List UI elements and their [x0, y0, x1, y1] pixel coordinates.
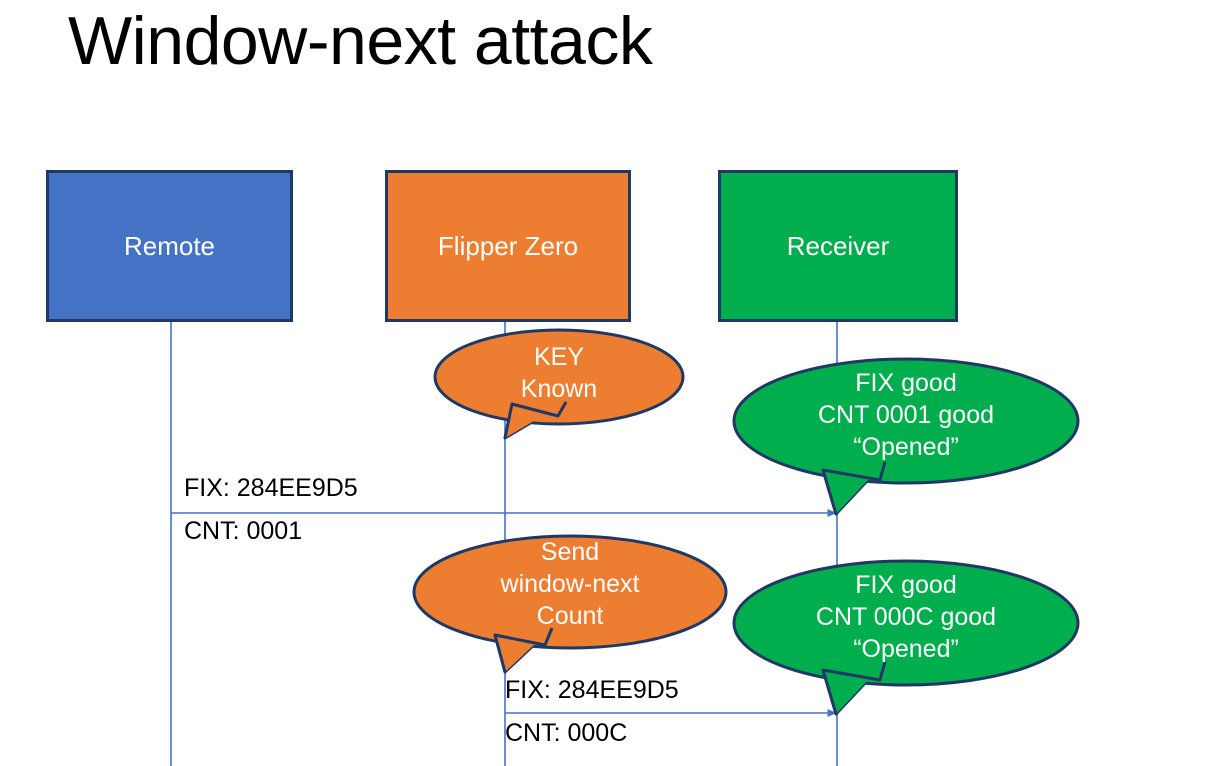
actor-label-flipper-zero: Flipper Zero [437, 230, 579, 261]
message-2-cnt-label: CNT: 000C [505, 719, 628, 747]
message-1-fix-label: FIX: 284EE9D5 [184, 474, 358, 502]
message-1-cnt-label: CNT: 0001 [184, 517, 303, 545]
actor-box-receiver[interactable]: Receiver [718, 170, 958, 322]
message-2-fix-label: FIX: 284EE9D5 [505, 676, 679, 704]
page-title: Window-next attack [68, 3, 653, 79]
actor-box-flipper-zero[interactable]: Flipper Zero [385, 170, 631, 322]
bubble-send-window-next [412, 534, 728, 674]
bubble-fix-cnt-000c [732, 559, 1080, 716]
bubble-fix-cnt-0001 [732, 357, 1080, 516]
actor-label-receiver: Receiver [786, 230, 890, 261]
bubble-key-known [433, 328, 685, 440]
actor-box-remote[interactable]: Remote [46, 170, 293, 322]
actor-label-remote: Remote [123, 230, 216, 261]
